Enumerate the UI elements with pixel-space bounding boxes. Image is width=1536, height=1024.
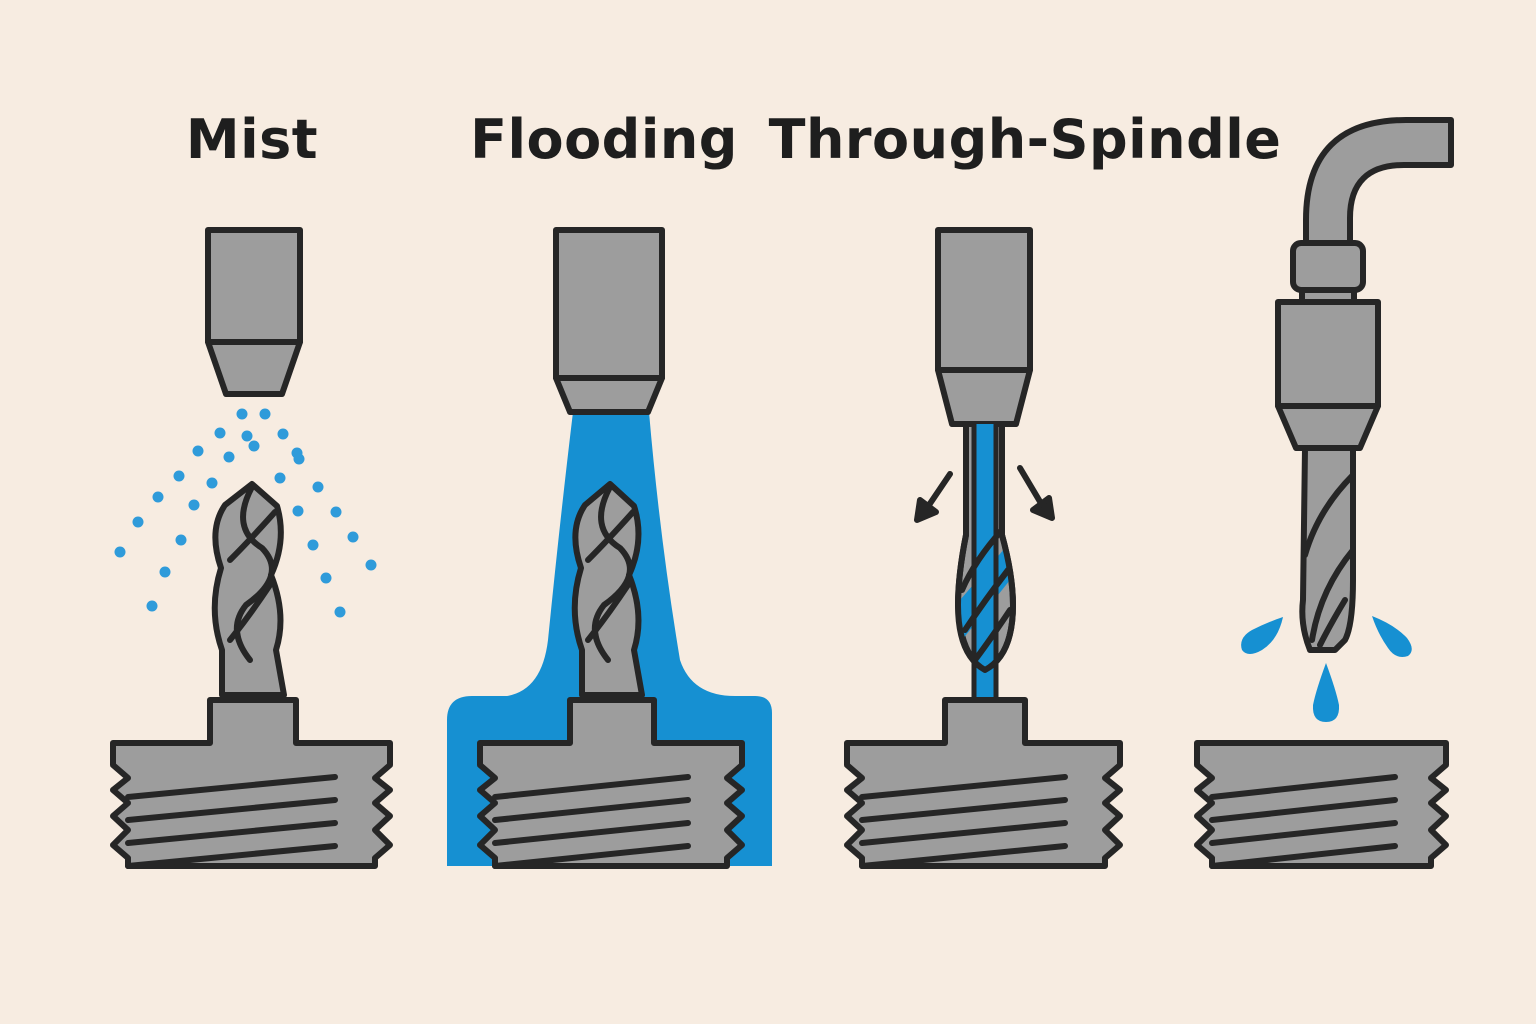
direction-arrow-icon — [1017, 465, 1055, 521]
drill-bit-icon — [571, 481, 645, 698]
coolant-droplet-icon — [1312, 663, 1340, 722]
workpiece-icon — [110, 697, 393, 869]
panel-mist — [110, 227, 393, 869]
title-mist: Mist — [185, 108, 319, 171]
tool-holder-icon — [935, 227, 1033, 427]
coolant-droplet-icon — [1372, 616, 1412, 657]
panel-flooding — [447, 227, 772, 869]
panel-external-hose — [1194, 117, 1454, 869]
workpiece-icon — [1194, 740, 1449, 869]
title-flooding: Flooding — [470, 108, 738, 171]
drill-bit-icon — [1299, 445, 1356, 653]
workpiece-icon — [477, 697, 745, 869]
panel-through-spindle — [844, 227, 1123, 869]
coolant-hose-icon — [1290, 117, 1454, 305]
workpiece-icon — [844, 697, 1123, 869]
spray-nozzle-icon — [205, 227, 303, 397]
drill-bit-icon — [211, 481, 287, 698]
drill-bit-icon — [955, 421, 1016, 704]
mist-spray — [114, 408, 377, 618]
direction-arrow-icon — [914, 471, 953, 523]
tool-holder-icon — [1275, 299, 1381, 451]
tool-holder-icon — [553, 227, 665, 415]
coolant-droplet-icon — [1241, 617, 1283, 654]
title-through-spindle: Through-Spindle — [768, 108, 1282, 171]
